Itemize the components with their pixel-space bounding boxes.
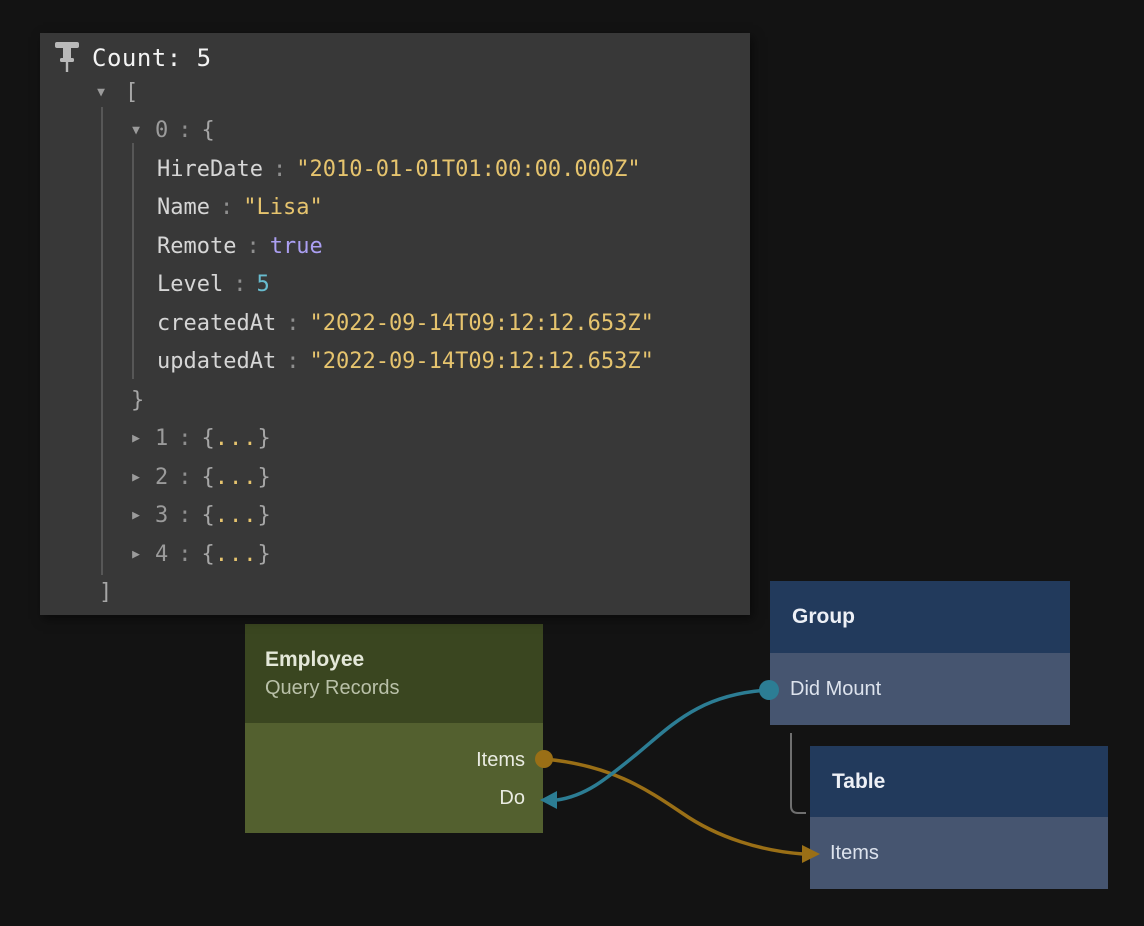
collapsed-object-brace: { xyxy=(202,503,215,528)
tree-row-array-close: ] xyxy=(40,574,750,613)
wire-didmount-to-do[interactable] xyxy=(557,690,769,800)
panel-title: Count: 5 xyxy=(92,44,212,72)
expander-right-icon[interactable]: ▶ xyxy=(128,547,144,562)
item-index: 4 xyxy=(155,542,168,567)
port-items-output[interactable]: Items xyxy=(245,741,543,779)
tree-row-prop-remote: Remote : true xyxy=(40,227,750,266)
node-body: Items Do xyxy=(245,723,543,833)
prop-key: Level xyxy=(157,272,223,297)
expander-right-icon[interactable]: ▶ xyxy=(128,508,144,523)
prop-key: createdAt xyxy=(157,311,276,336)
object-close-brace: } xyxy=(131,388,144,413)
prop-key: Remote xyxy=(157,234,236,259)
node-header[interactable]: Group xyxy=(770,581,1070,653)
prop-value: "2022-09-14T09:12:12.653Z" xyxy=(309,311,653,336)
collapsed-object-brace: { xyxy=(202,426,215,451)
collapsed-object-dots: ... xyxy=(215,426,258,451)
prop-key: HireDate xyxy=(157,157,263,182)
node-header[interactable]: Table xyxy=(810,746,1108,817)
expander-right-icon[interactable]: ▶ xyxy=(128,470,144,485)
node-title: Employee xyxy=(265,646,543,674)
colon: : xyxy=(273,157,286,182)
port-did-mount-output[interactable]: Did Mount xyxy=(770,670,1070,708)
collapsed-object-brace: } xyxy=(258,465,271,490)
node-subtitle: Query Records xyxy=(265,674,543,702)
tree-row-prop-createdat: createdAt : "2022-09-14T09:12:12.653Z" xyxy=(40,304,750,343)
node-title: Group xyxy=(792,605,855,629)
collapsed-object-dots: ... xyxy=(215,503,258,528)
tree-row-prop-hiredate: HireDate : "2010-01-01T01:00:00.000Z" xyxy=(40,150,750,189)
item-index: 1 xyxy=(155,426,168,451)
tree-row-item-0[interactable]: ▼ 0 : { xyxy=(40,112,750,151)
tree-row-item-4[interactable]: ▶ 4 : { ... } xyxy=(40,535,750,574)
array-open-bracket: [ xyxy=(125,80,138,105)
collapsed-object-brace: { xyxy=(202,465,215,490)
prop-key: updatedAt xyxy=(157,349,276,374)
port-items-input[interactable]: Items xyxy=(810,834,1108,872)
tree-row-item-3[interactable]: ▶ 3 : { ... } xyxy=(40,497,750,536)
node-header[interactable]: Employee Query Records xyxy=(245,624,543,723)
colon: : xyxy=(178,118,191,143)
tree-row-prop-updatedat: updatedAt : "2022-09-14T09:12:12.653Z" xyxy=(40,343,750,382)
colon: : xyxy=(178,426,191,451)
hierarchy-connector-line xyxy=(791,733,806,813)
json-tree: ▼ [ ▼ 0 : { HireDate : "2010-01-01T01:00… xyxy=(40,73,750,612)
collapsed-object-brace: { xyxy=(202,542,215,567)
colon: : xyxy=(178,542,191,567)
port-do-input[interactable]: Do xyxy=(245,779,543,817)
wire-items-to-table[interactable] xyxy=(544,759,803,854)
collapsed-object-brace: } xyxy=(258,542,271,567)
item-index: 0 xyxy=(155,118,168,143)
expander-down-icon[interactable]: ▼ xyxy=(93,85,109,100)
debug-inspector-panel[interactable]: Count: 5 ▼ [ ▼ 0 : { HireDate : "2010-01… xyxy=(40,33,750,615)
colon: : xyxy=(286,311,299,336)
tree-row-array-open[interactable]: ▼ [ xyxy=(40,73,750,112)
prop-value: "2022-09-14T09:12:12.653Z" xyxy=(309,349,653,374)
collapsed-object-brace: } xyxy=(258,503,271,528)
collapsed-object-brace: } xyxy=(258,426,271,451)
prop-key: Name xyxy=(157,195,210,220)
item-index: 3 xyxy=(155,503,168,528)
tree-row-item-2[interactable]: ▶ 2 : { ... } xyxy=(40,458,750,497)
colon: : xyxy=(178,465,191,490)
prop-value: "Lisa" xyxy=(243,195,322,220)
panel-header: Count: 5 xyxy=(55,41,212,74)
node-table[interactable]: Table Items xyxy=(810,746,1108,889)
object-open-brace: { xyxy=(202,118,215,143)
colon: : xyxy=(246,234,259,259)
expander-right-icon[interactable]: ▶ xyxy=(128,431,144,446)
colon: : xyxy=(178,503,191,528)
prop-value: true xyxy=(270,234,323,259)
colon: : xyxy=(233,272,246,297)
expander-down-icon[interactable]: ▼ xyxy=(128,123,144,138)
prop-value: 5 xyxy=(256,272,269,297)
node-body: Did Mount xyxy=(770,653,1070,725)
colon: : xyxy=(220,195,233,220)
item-index: 2 xyxy=(155,465,168,490)
collapsed-object-dots: ... xyxy=(215,542,258,567)
node-employee-query-records[interactable]: Employee Query Records Items Do xyxy=(245,624,543,833)
colon: : xyxy=(286,349,299,374)
collapsed-object-dots: ... xyxy=(215,465,258,490)
tree-row-object-close: } xyxy=(40,381,750,420)
pin-icon[interactable] xyxy=(55,41,79,74)
tree-row-prop-level: Level : 5 xyxy=(40,266,750,305)
tree-row-item-1[interactable]: ▶ 1 : { ... } xyxy=(40,420,750,459)
node-body: Items xyxy=(810,817,1108,889)
tree-row-prop-name: Name : "Lisa" xyxy=(40,189,750,228)
node-title: Table xyxy=(832,770,885,794)
node-group[interactable]: Group Did Mount xyxy=(770,581,1070,725)
prop-value: "2010-01-01T01:00:00.000Z" xyxy=(296,157,640,182)
array-close-bracket: ] xyxy=(99,580,112,605)
